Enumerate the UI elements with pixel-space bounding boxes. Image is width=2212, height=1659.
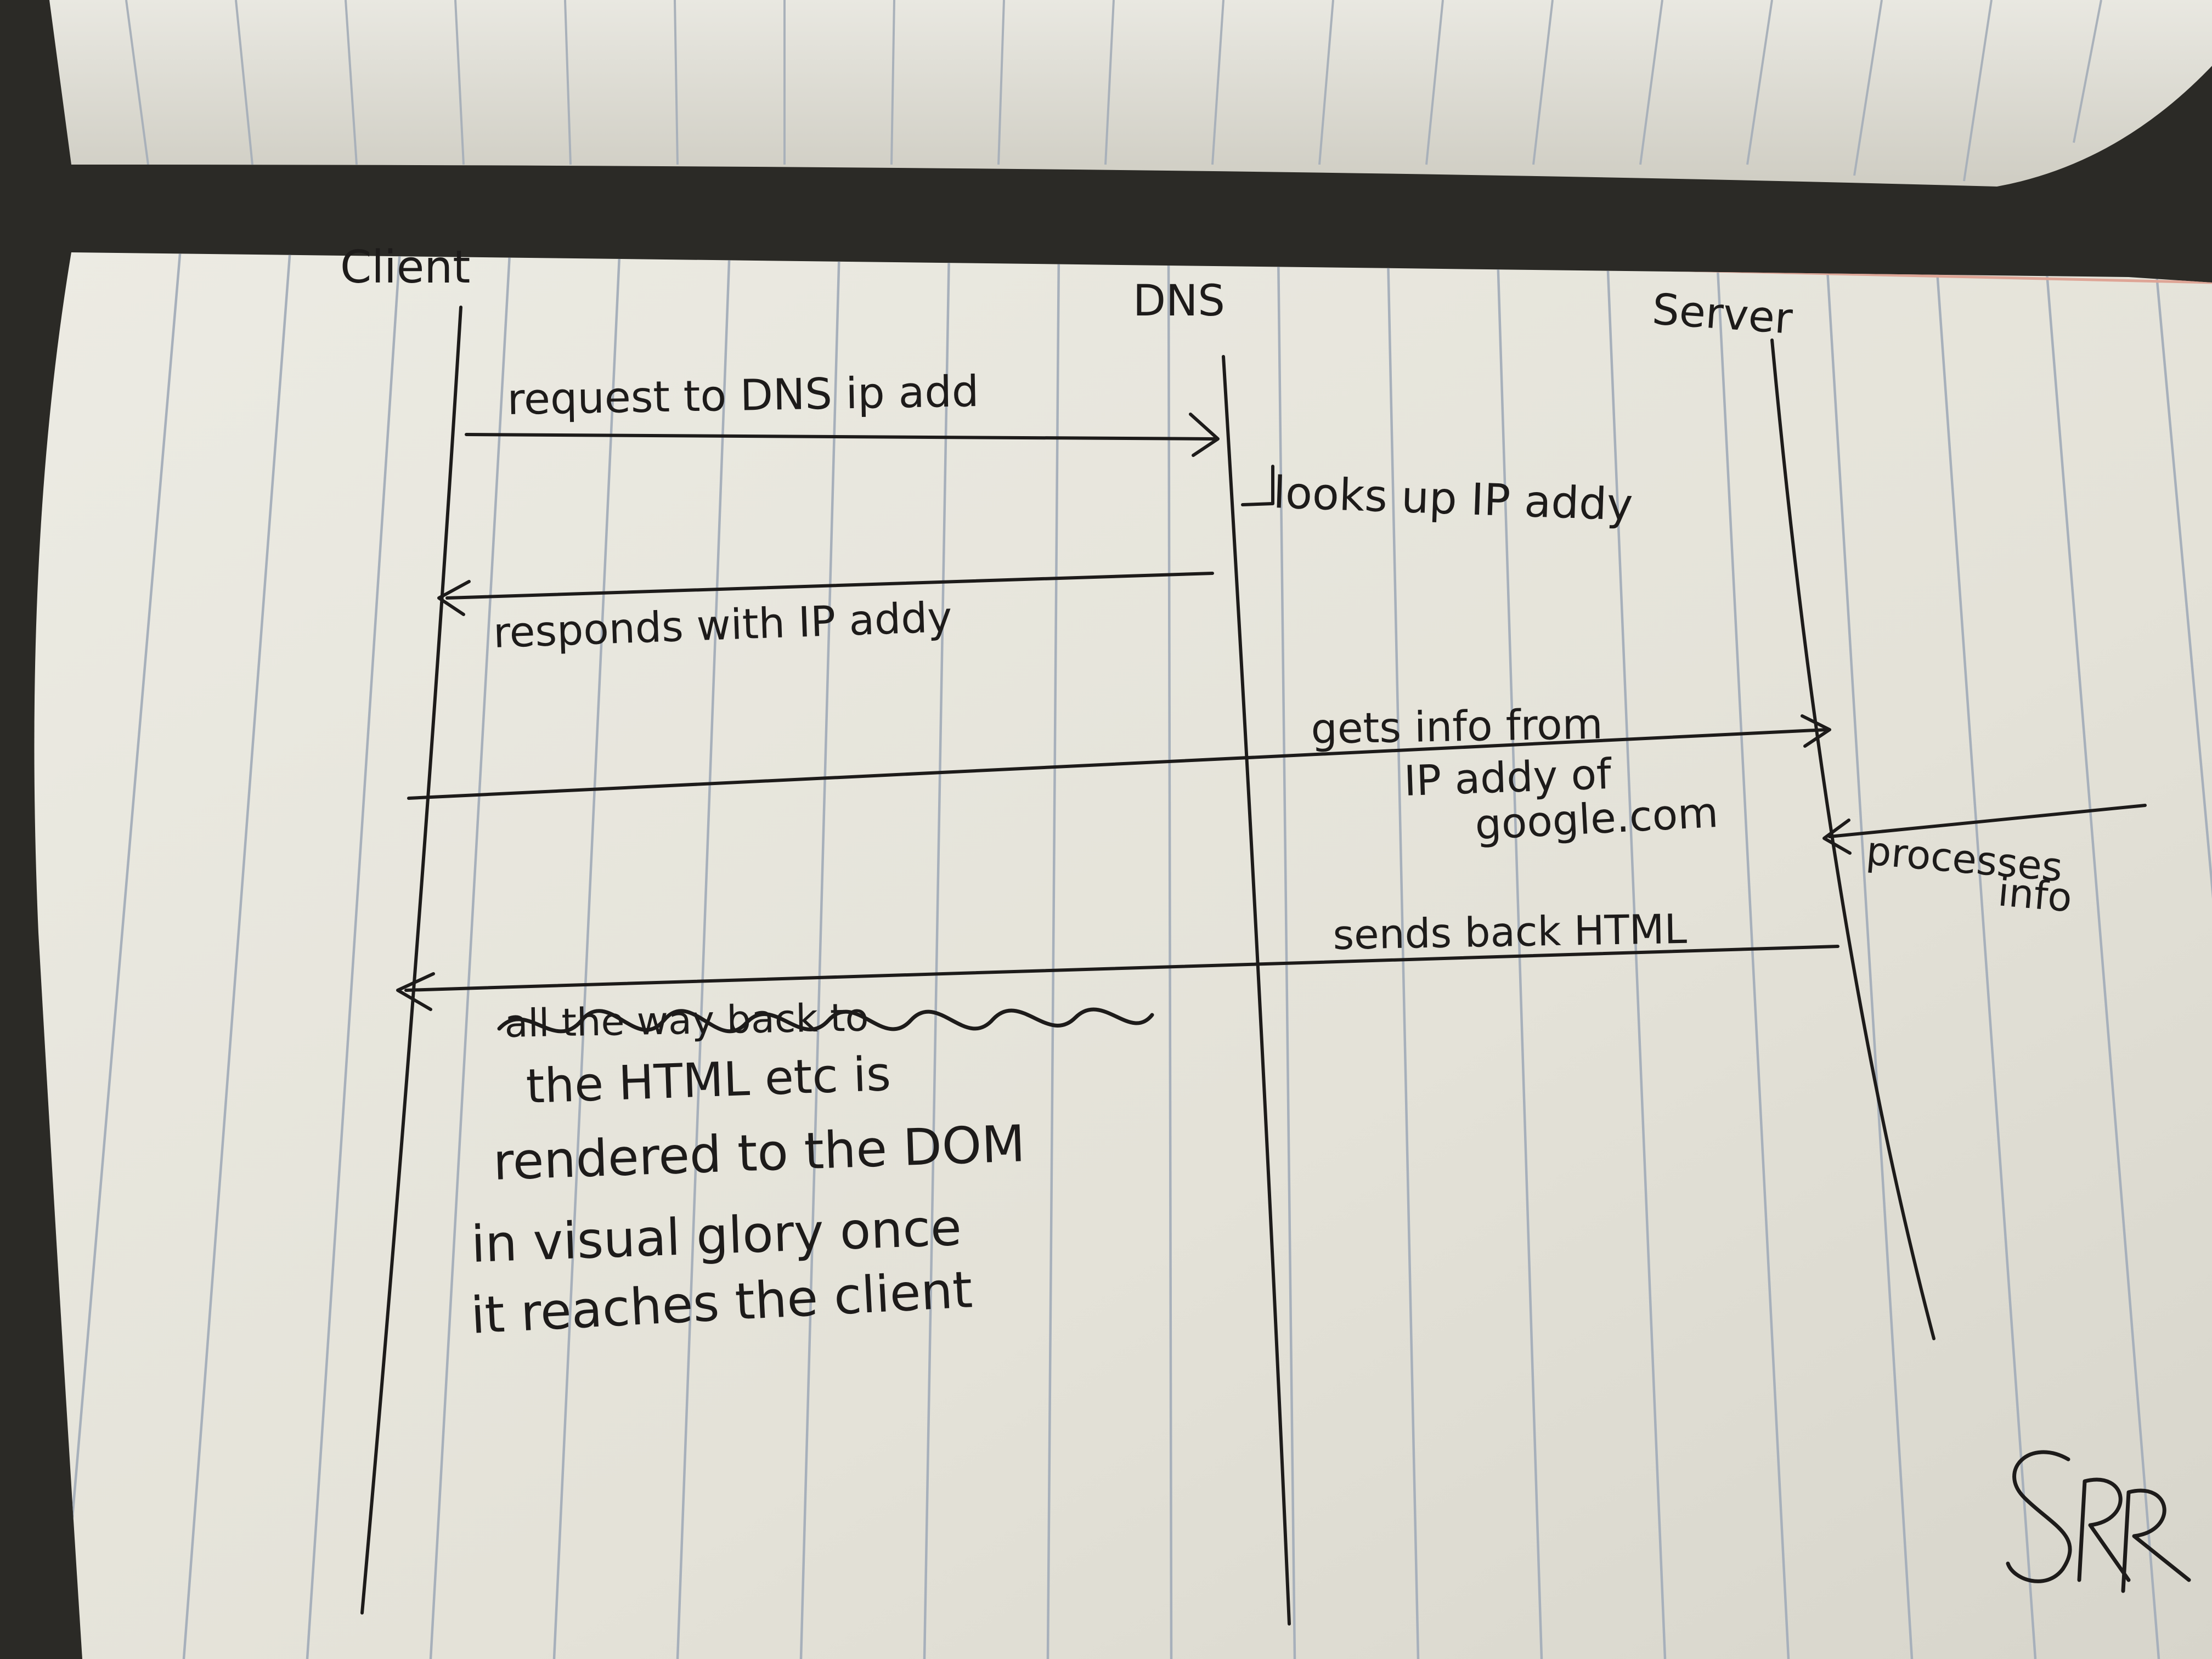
client-lifeline bbox=[360, 306, 462, 1615]
client-label: Client bbox=[340, 241, 470, 294]
request-label: request to DNS ip add bbox=[507, 367, 979, 425]
respond-arrow bbox=[437, 572, 1214, 616]
dns-label: DNS bbox=[1133, 276, 1225, 326]
request-arrow bbox=[465, 413, 1220, 457]
sends-back-arrow bbox=[396, 945, 1839, 1011]
sends-back-label: sends back HTML bbox=[1333, 906, 1688, 959]
gets-info-label-2: IP addy of bbox=[1403, 749, 1613, 805]
dns-lifeline bbox=[1222, 355, 1291, 1626]
lookup-label: looks up IP addy bbox=[1272, 467, 1634, 531]
gets-info-arrow bbox=[407, 714, 1831, 800]
signature bbox=[2006, 1450, 2191, 1593]
lifelines bbox=[360, 306, 1936, 1626]
struck-text: all the way back to bbox=[504, 995, 869, 1046]
lookup-tick bbox=[1241, 465, 1274, 506]
server-lifeline bbox=[1770, 338, 1936, 1340]
notebook-page bbox=[34, 252, 2212, 1659]
gets-info-label-1: gets info from bbox=[1311, 699, 1604, 753]
top-curled-page bbox=[49, 0, 2212, 187]
scribble-strikethrough bbox=[497, 1007, 1154, 1034]
processes-label-2: info bbox=[1996, 868, 2074, 921]
render-line-1: the HTML etc is bbox=[525, 1047, 891, 1114]
processes-arrow bbox=[1822, 804, 2147, 855]
server-label: Server bbox=[1651, 285, 1795, 344]
ruled-lines bbox=[59, 252, 2212, 1659]
